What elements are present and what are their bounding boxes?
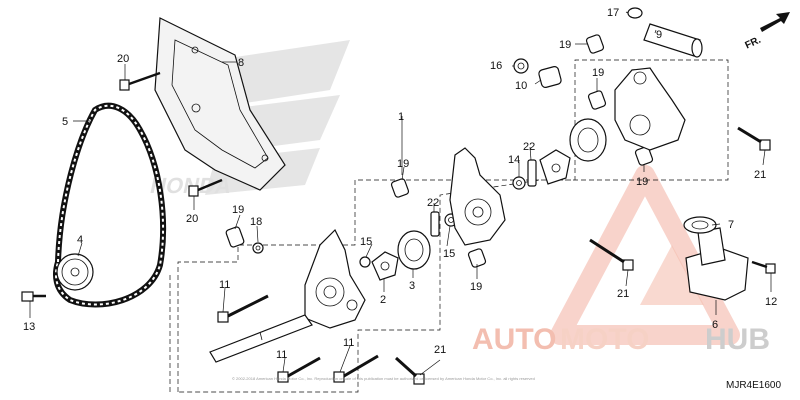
callout-19-b: 19 <box>397 158 409 170</box>
o-ring-17 <box>627 7 643 19</box>
dowel-pin-19-low <box>467 248 487 268</box>
dowel-pin-19-left <box>225 226 245 248</box>
watermark-text-hub: HUB <box>705 323 770 356</box>
callout-21-a: 21 <box>617 288 629 300</box>
collar-10 <box>538 66 562 88</box>
callout-19-c: 19 <box>470 281 482 293</box>
oil-pump-sprocket <box>56 253 94 291</box>
callout-13: 13 <box>23 321 35 333</box>
callout-7: 7 <box>728 219 734 231</box>
inner-rotor-2 <box>371 251 399 281</box>
front-direction-label: FR. <box>743 35 762 52</box>
bolt-21-lower <box>394 356 425 385</box>
callout-16: 16 <box>490 60 502 72</box>
watermark-text-moto: MOTO <box>560 323 649 356</box>
callout-2: 2 <box>380 294 386 306</box>
callout-1: 1 <box>398 111 404 123</box>
callout-19-d: 19 <box>559 39 571 51</box>
callout-14: 14 <box>508 154 520 166</box>
bolt-11-upper <box>217 294 269 323</box>
drive-chain <box>53 102 167 308</box>
callout-9: 9 <box>656 29 662 41</box>
pump-shaft <box>209 314 313 363</box>
callout-11-b: 11 <box>276 349 287 361</box>
assembly-boundary <box>169 59 729 393</box>
watermark-text-auto: AUTO <box>472 323 556 356</box>
callout-22-b: 22 <box>523 141 535 153</box>
bolt-20-lower <box>188 178 223 197</box>
callout-4: 4 <box>77 234 83 246</box>
callout-19-a: 19 <box>232 204 244 216</box>
bolt-21-right <box>737 126 771 151</box>
watermark-logo: AUTO MOTO HUB <box>472 165 770 356</box>
callout-21-b: 21 <box>754 169 766 181</box>
washer-15-left <box>359 256 371 268</box>
callout-3: 3 <box>409 280 415 292</box>
callout-6: 6 <box>712 319 718 331</box>
dowel-22-upper <box>527 159 537 187</box>
oil-pump-cover-upper <box>614 67 686 151</box>
callout-17: 17 <box>607 7 619 19</box>
dowel-pin-19-upper <box>587 90 607 110</box>
callout-15-a: 15 <box>360 236 372 248</box>
callout-19-e: 19 <box>592 67 604 79</box>
callout-8: 8 <box>238 57 244 69</box>
o-ring-18 <box>252 242 264 254</box>
bolt-11-lower-right <box>333 354 379 383</box>
outer-rotor-upper <box>569 118 607 162</box>
bolt-12 <box>751 260 776 274</box>
callout-12: 12 <box>765 296 777 308</box>
seal-16 <box>513 58 529 74</box>
callout-19-f: 19 <box>636 176 648 188</box>
drawing-code: MJR4E1600 <box>726 380 781 391</box>
washer-13-upper <box>512 176 526 190</box>
dowel-22-lower <box>430 211 440 237</box>
dowel-pin-19-mid <box>390 178 410 198</box>
callout-10: 10 <box>515 80 527 92</box>
oil-strainer-6 <box>685 227 749 301</box>
copyright-notice: © 2002-2018 American Honda Motor Co., In… <box>232 376 535 381</box>
bolt-13 <box>21 291 46 302</box>
dowel-pin-19-right <box>634 146 654 166</box>
bolt-20-upper <box>119 71 161 91</box>
callout-11-a: 11 <box>219 279 230 291</box>
triangle-logo-icon <box>550 165 740 345</box>
callout-22-a: 22 <box>427 197 439 209</box>
callout-11-c: 11 <box>343 337 354 349</box>
callout-15-b: 15 <box>443 248 455 260</box>
callout-20-b: 20 <box>186 213 198 225</box>
callout-21-c: 21 <box>434 344 446 356</box>
oil-pipe-9 <box>643 23 703 58</box>
strainer-seal-7 <box>683 216 717 234</box>
callout-20-a: 20 <box>117 53 129 65</box>
inner-rotor-upper <box>539 149 571 185</box>
front-direction-indicator: FR. <box>743 12 790 51</box>
leader-lines <box>29 11 772 376</box>
callout-18: 18 <box>250 216 262 228</box>
oil-pump-housing-lower <box>304 228 366 329</box>
dowel-pin-19-top <box>585 34 605 54</box>
callout-5: 5 <box>62 116 68 128</box>
outer-rotor-3 <box>397 230 431 270</box>
chain-guide-plate <box>154 17 286 191</box>
callout-labels: 1 2 3 4 5 6 7 8 9 10 11 11 11 12 13 14 1… <box>23 7 777 361</box>
oil-pump-body-middle <box>449 147 506 246</box>
